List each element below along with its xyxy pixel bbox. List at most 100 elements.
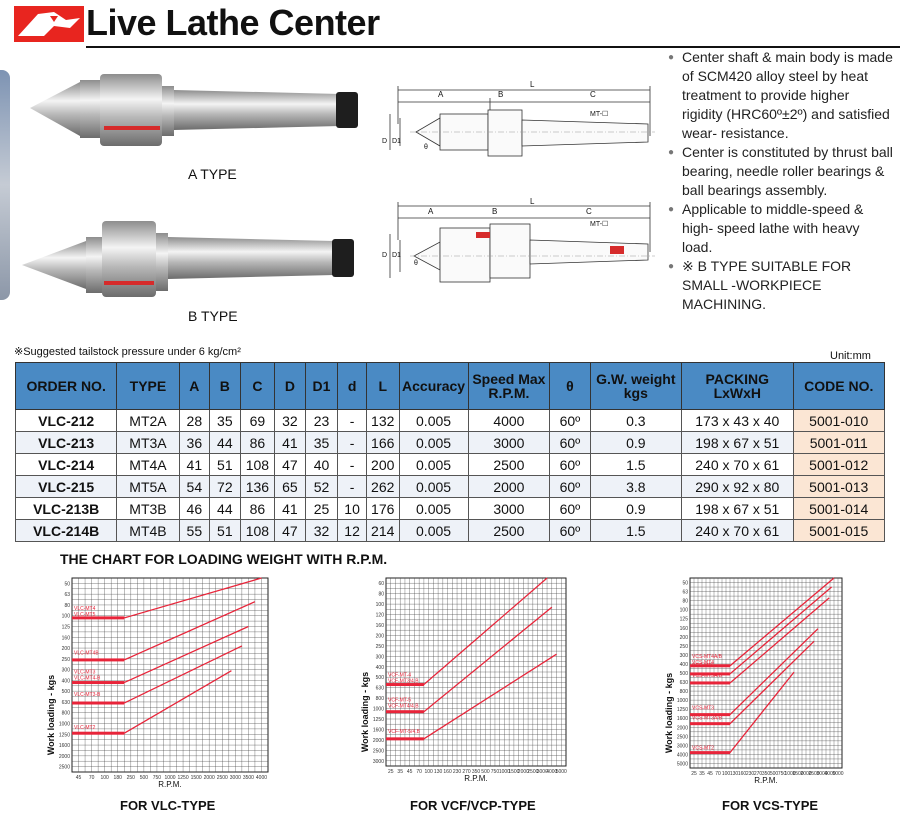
table-cell: 60º (549, 431, 591, 454)
dim-label-mt: MT-☐ (590, 221, 609, 228)
table-cell: 176 (365, 497, 400, 520)
chart-section-title: THE CHART FOR LOADING WEIGHT WITH R.P.M. (60, 551, 388, 567)
code-no-cell: 5001-010 (792, 409, 886, 432)
x-tick-label: 350 (762, 771, 771, 777)
series-label: VCS-MT4A/B (692, 654, 723, 660)
y-tick-label: 1600 (373, 727, 384, 733)
series-label: VCF-MT-5/4,B (388, 729, 421, 735)
series-line (386, 653, 557, 740)
y-tick-label: 2000 (59, 754, 70, 760)
dim-label-l: L (530, 197, 535, 206)
x-tick-label: 100 (424, 769, 433, 775)
table-cell: 132 (365, 409, 400, 432)
series-line (72, 670, 232, 734)
table-cell: 86 (239, 431, 276, 454)
x-tick-label: 70 (89, 775, 95, 781)
y-tick-label: 50 (64, 581, 70, 587)
x-tick-label: 3500 (243, 775, 254, 781)
x-tick-label: 4000 (824, 771, 835, 777)
feature-list: Center shaft & main body is made of SCM4… (668, 48, 893, 314)
table-cell: - (337, 475, 367, 498)
order-no-cell: VLC-212 (14, 409, 118, 432)
x-tick-label: 500 (140, 775, 149, 781)
series-line (690, 628, 819, 716)
column-header: C (239, 362, 276, 410)
code-no-cell: 5001-012 (792, 453, 886, 476)
y-tick-label: 80 (378, 592, 384, 598)
unit-label: Unit:mm (830, 350, 871, 362)
x-tick-label: 100 (722, 771, 731, 777)
table-cell: 0.9 (589, 497, 683, 520)
x-tick-label: 500 (770, 771, 779, 777)
y-tick-label: 5000 (677, 761, 688, 767)
table-cell: 41 (178, 453, 211, 476)
code-no-cell: 5001-013 (792, 475, 886, 498)
series-label: VLC-MT5 (74, 612, 96, 618)
x-tick-label: 25 (691, 771, 697, 777)
x-tick-label: 45 (407, 769, 413, 775)
dim-label-a: A (428, 207, 434, 216)
series-label: VCS-MT5 (692, 663, 714, 669)
dim-label-theta: θ (424, 144, 428, 151)
series-label: VCF-MT-5 (388, 698, 411, 704)
table-cell: 0.3 (589, 409, 683, 432)
series-line (72, 577, 262, 619)
y-tick-label: 800 (680, 689, 689, 695)
x-tick-label: 2500 (527, 769, 538, 775)
y-tick-label: 500 (376, 675, 385, 681)
table-cell: 290 x 92 x 80 (681, 475, 794, 498)
dim-label-d: D (382, 252, 388, 259)
table-cell: 47 (274, 519, 306, 542)
y-tick-label: 1600 (59, 743, 70, 749)
table-cell: 32 (274, 409, 306, 432)
y-tick-label: 630 (680, 680, 689, 686)
column-header: PACKING LxWxH (681, 362, 794, 410)
y-tick-label: 2500 (59, 765, 70, 771)
column-header: A (178, 362, 211, 410)
column-header: D (274, 362, 306, 410)
order-no-cell: VLC-213B (14, 497, 118, 520)
column-header: Accuracy (398, 362, 469, 410)
table-cell: 55 (178, 519, 211, 542)
table-cell: 60º (549, 409, 591, 432)
table-cell: MT2A (116, 409, 180, 432)
y-tick-label: 63 (682, 590, 688, 596)
series-line (690, 577, 835, 667)
table-cell: 72 (209, 475, 241, 498)
y-tick-label: 1000 (59, 722, 70, 728)
table-cell: 0.005 (398, 431, 469, 454)
table-cell: 60º (549, 453, 591, 476)
table-cell: MT5A (116, 475, 180, 498)
drawing-b-type: A B L C D D1 MT-☐ θ (380, 197, 665, 315)
y-tick-label: 200 (62, 646, 71, 652)
y-tick-label: 1250 (59, 732, 70, 738)
y-tick-label: 2500 (373, 748, 384, 754)
table-cell: 2500 (467, 453, 551, 476)
y-tick-label: 3000 (373, 759, 384, 765)
series-line (72, 645, 243, 704)
series-line (386, 577, 548, 686)
table-cell: 240 x 70 x 61 (681, 453, 794, 476)
y-tick-label: 500 (62, 689, 71, 695)
series-line (72, 625, 249, 684)
x-tick-label: 160 (738, 771, 747, 777)
dim-label-mt: MT-☐ (590, 111, 609, 118)
x-tick-label: 3000 (230, 775, 241, 781)
table-cell: 41 (274, 497, 306, 520)
y-axis-label: Work loading - kgs (664, 673, 674, 753)
series-line (386, 606, 553, 713)
x-tick-label: 2500 (217, 775, 228, 781)
table-cell: 60º (549, 475, 591, 498)
table-cell: 214 (365, 519, 400, 542)
table-cell: 36 (178, 431, 211, 454)
table-cell: 166 (365, 431, 400, 454)
brand-logo (14, 6, 84, 42)
table-cell: - (337, 409, 367, 432)
column-header: TYPE (116, 362, 180, 410)
